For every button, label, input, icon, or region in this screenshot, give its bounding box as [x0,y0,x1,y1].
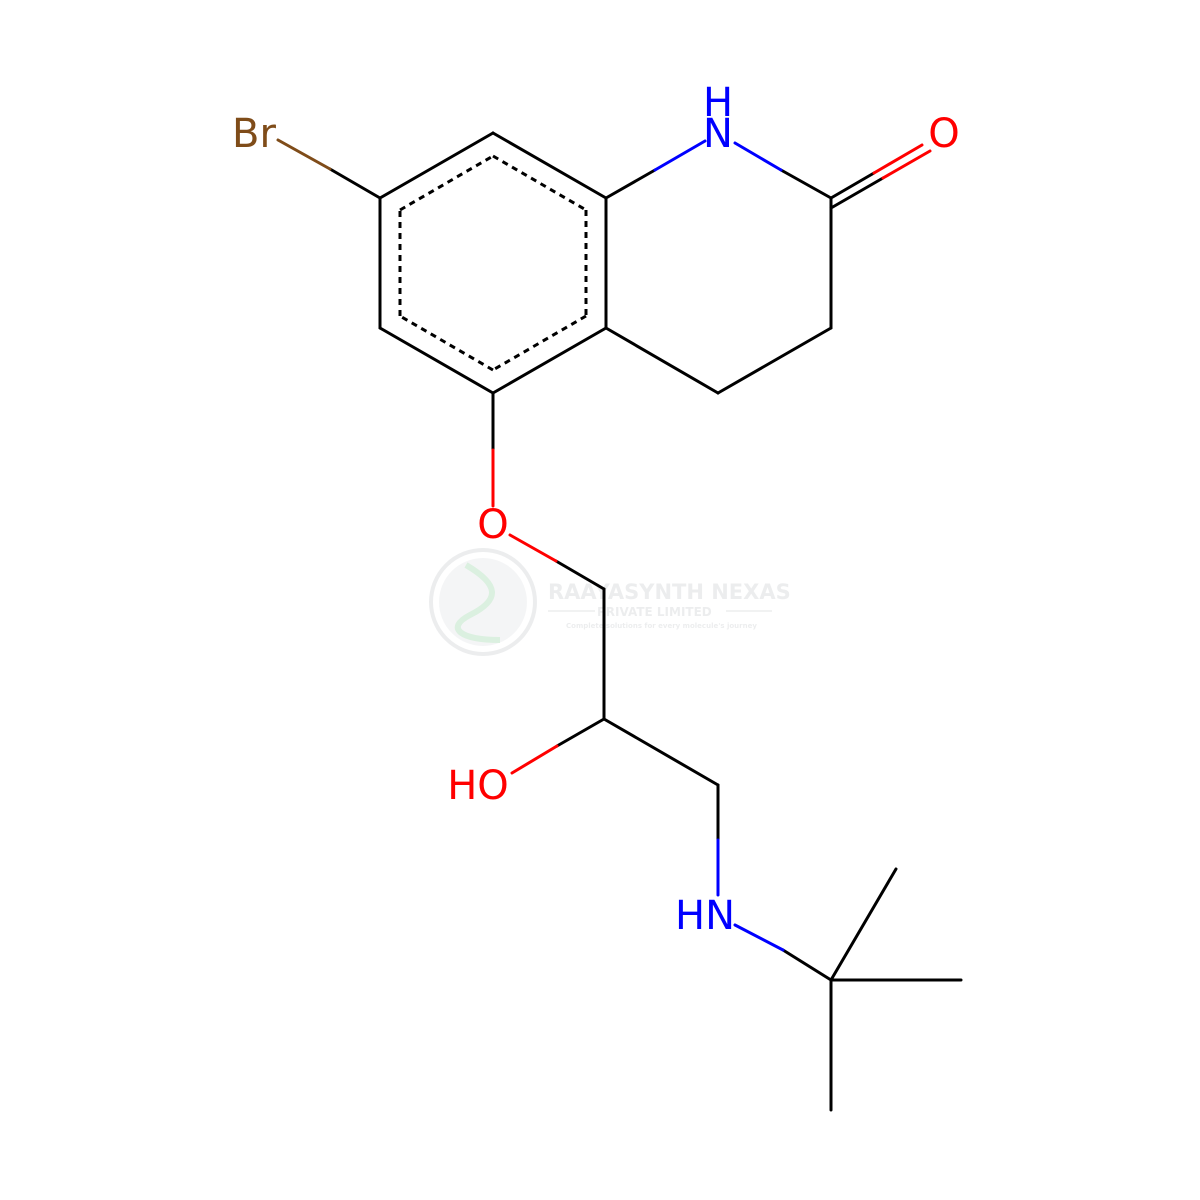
carbon-bonds [328,131,963,1112]
bond-o [872,143,924,175]
bond [491,131,608,200]
watermark-helix-icon [454,562,501,643]
bond [378,131,495,200]
bond-br [276,138,332,171]
atom-labels: Br H N O O HO HN [232,80,960,939]
watermark-tagline: Complete solutions for every molecule's … [566,622,757,630]
atom-hydroxyl: HO [447,763,509,809]
bond [829,171,876,200]
atom-bromine: Br [232,111,276,157]
bond [328,167,382,200]
bond [829,176,885,210]
watermark-logo-disc [439,558,527,646]
bond [491,326,608,395]
atom-ether-oxygen: O [477,502,508,548]
aromatic-bond [399,154,494,212]
watermark-name: RAAYASYNTH NEXAS [548,580,791,604]
bond-o [510,744,559,775]
atom-lactam-n: N [703,111,733,157]
atom-lactam-h: H [703,80,733,126]
watermark-subtitle: PRIVATE LIMITED [597,605,712,619]
aromatic-ring [398,154,588,372]
atom-carbonyl-oxygen: O [928,111,959,157]
bond [716,326,833,395]
bond [378,326,495,395]
bond [604,168,657,200]
bond [829,867,898,982]
watermark-logo-ring [429,548,537,656]
hetero-bonds [276,138,932,952]
bond [602,717,720,787]
bond [781,948,833,982]
watermark: RAAYASYNTH NEXAS PRIVATE LIMITED Complet… [429,548,791,656]
bond [554,559,606,591]
bond [555,717,606,748]
aromatic-bond [399,314,494,372]
aromatic-bond [492,314,587,372]
bond-o [508,533,558,563]
bond [779,168,833,200]
bond-n [733,923,785,952]
atom-amine: HN [675,893,735,939]
bond [604,326,720,395]
aromatic-bond [492,154,587,212]
bond-n [653,139,707,172]
bond-o [881,149,932,180]
bond-n [733,141,783,172]
